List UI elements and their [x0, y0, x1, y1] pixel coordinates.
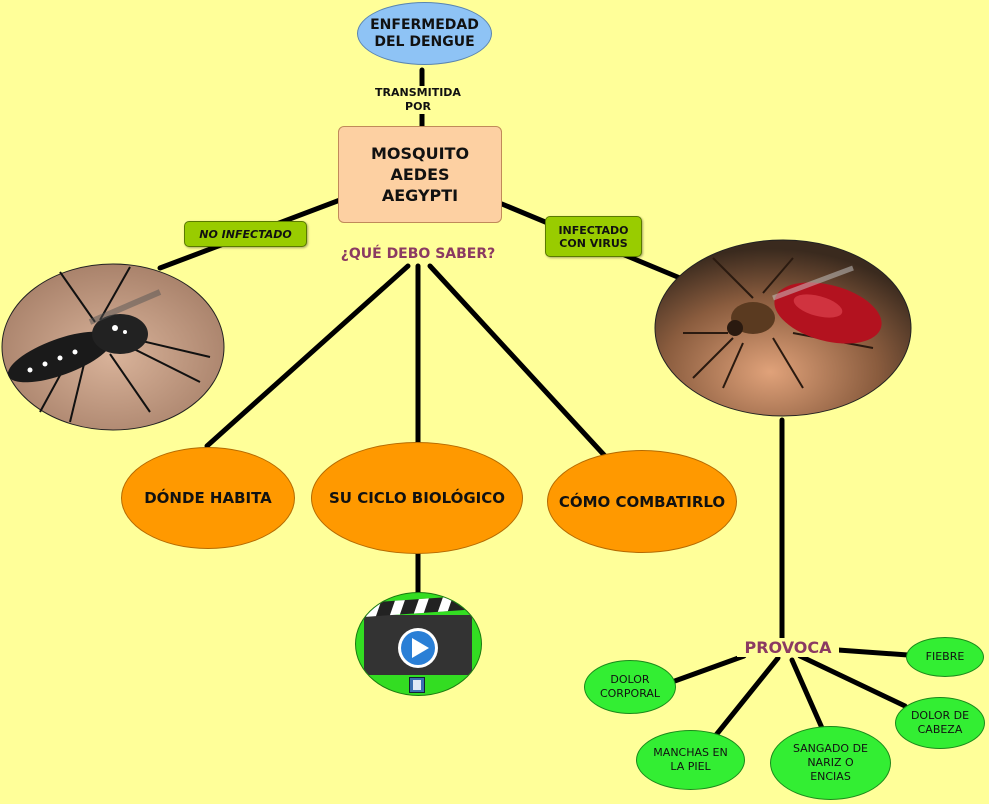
topic-how-to-fight[interactable]: CÓMO COMBATIRLO	[547, 450, 737, 553]
symptom-fever[interactable]: FIEBRE	[906, 637, 984, 677]
not-infected-label: NO INFECTADO	[199, 227, 292, 241]
symptom-label: FIEBRE	[925, 650, 965, 663]
symptom-body-pain[interactable]: DOLOR CORPORAL	[584, 660, 676, 714]
symptom-label: DOLOR CORPORAL	[599, 673, 661, 700]
symptom-nose-bleeding[interactable]: SANGADO DE NARIZ O ENCIAS	[770, 726, 891, 800]
mosquito-label: MOSQUITO AEDES AEGYPTI	[370, 144, 470, 205]
topic-life-cycle[interactable]: SU CICLO BIOLÓGICO	[311, 442, 523, 554]
topic-label: SU CICLO BIOLÓGICO	[329, 489, 505, 507]
aedes-mosquito-image	[1, 263, 225, 431]
video-clapperboard-icon[interactable]	[356, 593, 481, 695]
transmitted-by-label: TRANSMITIDA POR	[366, 86, 470, 114]
topic-where-it-lives[interactable]: DÓNDE HABITA	[121, 447, 295, 549]
symptom-headache[interactable]: DOLOR DE CABEZA	[895, 697, 985, 749]
question-label: ¿QUÉ DEBO SABER?	[322, 246, 514, 262]
root-label: ENFERMEDAD DEL DENGUE	[370, 16, 479, 50]
topic-label: CÓMO COMBATIRLO	[558, 492, 726, 511]
film-attachment-icon[interactable]	[409, 677, 425, 693]
root-node-dengue[interactable]: ENFERMEDAD DEL DENGUE	[357, 2, 492, 65]
infected-tag[interactable]: INFECTADO CON VIRUS	[545, 216, 642, 257]
not-infected-tag[interactable]: NO INFECTADO	[184, 221, 307, 247]
provoca-label: PROVOCA	[737, 638, 839, 657]
symptom-label: SANGADO DE NARIZ O ENCIAS	[792, 742, 869, 783]
symptom-label: MANCHAS EN LA PIEL	[653, 746, 728, 773]
infected-label: INFECTADO CON VIRUS	[558, 223, 629, 250]
topic-label: DÓNDE HABITA	[144, 489, 272, 507]
symptom-label: DOLOR DE CABEZA	[910, 709, 970, 736]
mosquito-node[interactable]: MOSQUITO AEDES AEGYPTI	[338, 126, 502, 223]
infected-mosquito-image	[654, 239, 912, 417]
symptom-skin-spots[interactable]: MANCHAS EN LA PIEL	[636, 730, 745, 790]
